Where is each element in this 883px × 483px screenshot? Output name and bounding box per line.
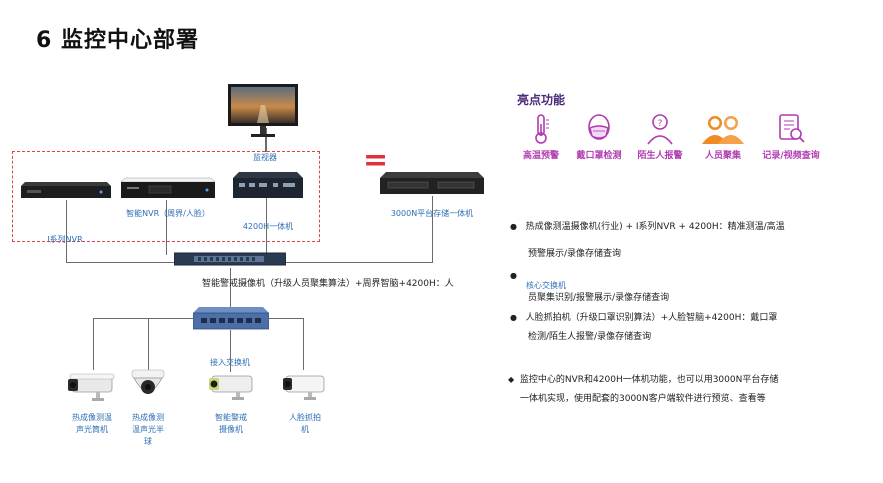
- record-search-icon: [776, 112, 806, 146]
- bullet-4: ◆ 监控中心的NVR和4200H一体机功能，也可以用3000N平台存储 一体机实…: [508, 373, 878, 406]
- bullet-line: 预警展示/录像存储查询: [510, 248, 875, 261]
- bullet-line: ● 热成像测温摄像机(行业) + I系列NVR + 4200H：精准测温/高温: [510, 220, 875, 234]
- access-switch-device: [192, 305, 270, 333]
- platform-3000n-device: [380, 170, 484, 198]
- bullet-1: ● 热成像测温摄像机(行业) + I系列NVR + 4200H：精准测温/高温 …: [510, 220, 875, 261]
- thermometer-icon: [526, 112, 556, 146]
- nvr-i-label: I系列NVR: [47, 235, 83, 244]
- bullet-text-1: 人脸抓拍机（升级口罩识别算法）+人脸智脑+4200H：戴口罩: [525, 313, 778, 323]
- drop-cam4: [303, 318, 305, 370]
- bullet-text-2: 预警展示/录像存储查询: [528, 249, 622, 259]
- all-in-one-4200h-label: 4200H一体机: [242, 222, 294, 231]
- highlight-label: 陌生人报警: [637, 151, 683, 161]
- highlight-label: 高温预警: [522, 151, 559, 161]
- bullet-2-text-line1: 智能警戒摄像机（升级人员聚集算法）+周界智脑+4200H：人: [202, 279, 454, 289]
- camera-label-4: 人脸抓拍 机: [289, 413, 321, 434]
- bullet-2-text-line2: 员聚集识别/报警展示/录像存储查询: [528, 293, 670, 303]
- crowd-people-icon: [700, 112, 746, 146]
- bullet-line: 一体机实现，使用配套的3000N客户端软件进行预览、查看等: [508, 393, 878, 406]
- highlight-record-query: 记录/视频查询: [756, 112, 826, 161]
- drop-cam3: [230, 330, 232, 372]
- link-nvr-smart: [166, 200, 168, 255]
- bullet-line: ◆ 监控中心的NVR和4200H一体机功能，也可以用3000N平台存储: [508, 373, 878, 387]
- bullet-marker-line: ●: [510, 269, 875, 283]
- bullet-2: ●: [510, 269, 875, 283]
- highlight-high-temp: 高温预警: [506, 112, 576, 161]
- highlight-mask-detect: 戴口罩检测: [564, 112, 634, 161]
- bullet-marker: ●: [510, 271, 517, 280]
- bullet-line: 检测/陌生人报警/录像存储查询: [510, 331, 875, 344]
- monitor-cable: [265, 128, 267, 152]
- svg-text:?: ?: [658, 119, 663, 129]
- nvr-smart-label: 智能NVR（周界/人脸）: [126, 209, 210, 218]
- nvr-i-device: [21, 178, 111, 200]
- bullet-text-1: 热成像测温摄像机(行业) + I系列NVR + 4200H：精准测温/高温: [525, 222, 785, 232]
- highlight-label: 人员聚集: [704, 151, 741, 161]
- monitor-label: 监视器: [253, 153, 277, 162]
- bullet-text-2: 一体机实现，使用配套的3000N客户端软件进行预览、查看等: [520, 394, 766, 404]
- all-in-one-4200h-device: [233, 170, 303, 202]
- link-nvr-i: [66, 200, 68, 262]
- thermal-dome-camera: [128, 368, 168, 402]
- thermal-bullet-camera: [66, 368, 118, 402]
- bullet-marker: ●: [510, 313, 517, 322]
- highlight-label: 记录/视频查询: [762, 151, 820, 161]
- highlight-stranger-alarm: ? 陌生人报警: [625, 112, 695, 161]
- bullet-marker: ●: [510, 222, 517, 231]
- equals-sign: =: [363, 143, 389, 178]
- camera-label-1: 热成像测温 声光筒机: [72, 413, 112, 434]
- core-switch-label: 核心交换机: [526, 281, 566, 290]
- link-3000n: [432, 196, 434, 262]
- highlight-crowd: 人员聚集: [688, 112, 758, 161]
- monitoring-center-box: [12, 151, 320, 242]
- bullet-3: ● 人脸抓拍机（升级口罩识别算法）+人脸智脑+4200H：戴口罩 检测/陌生人报…: [510, 311, 875, 344]
- monitor-device: [227, 83, 299, 139]
- camera-label-2: 热成像测 温声光半 球: [132, 413, 164, 446]
- core-switch-device: [173, 251, 287, 267]
- bullet-text-1: 监控中心的NVR和4200H一体机功能，也可以用3000N平台存储: [519, 375, 779, 385]
- link-4200h: [266, 198, 268, 255]
- smart-alert-camera: [206, 370, 258, 402]
- bullet-marker: ◆: [508, 375, 515, 384]
- core-to-access-line: [230, 268, 232, 310]
- bullet-text-2: 检测/陌生人报警/录像存储查询: [528, 332, 652, 342]
- drop-cam2: [148, 318, 150, 370]
- highlights-title: 亮点功能: [517, 93, 566, 107]
- access-switch-label: 接入交换机: [210, 358, 250, 367]
- highlight-label: 戴口罩检测: [576, 151, 622, 161]
- platform-3000n-label: 3000N平台存储一体机: [390, 209, 474, 218]
- camera-label-3: 智能警戒 摄像机: [215, 413, 247, 434]
- page-title: 6 监控中心部署: [36, 28, 199, 53]
- face-capture-camera: [280, 370, 330, 402]
- bullet-line: ● 人脸抓拍机（升级口罩识别算法）+人脸智脑+4200H：戴口罩: [510, 311, 875, 325]
- nvr-smart-device: [120, 175, 216, 201]
- drop-cam1: [93, 318, 95, 370]
- stranger-person-icon: ?: [645, 112, 675, 146]
- mask-face-icon: [584, 112, 614, 146]
